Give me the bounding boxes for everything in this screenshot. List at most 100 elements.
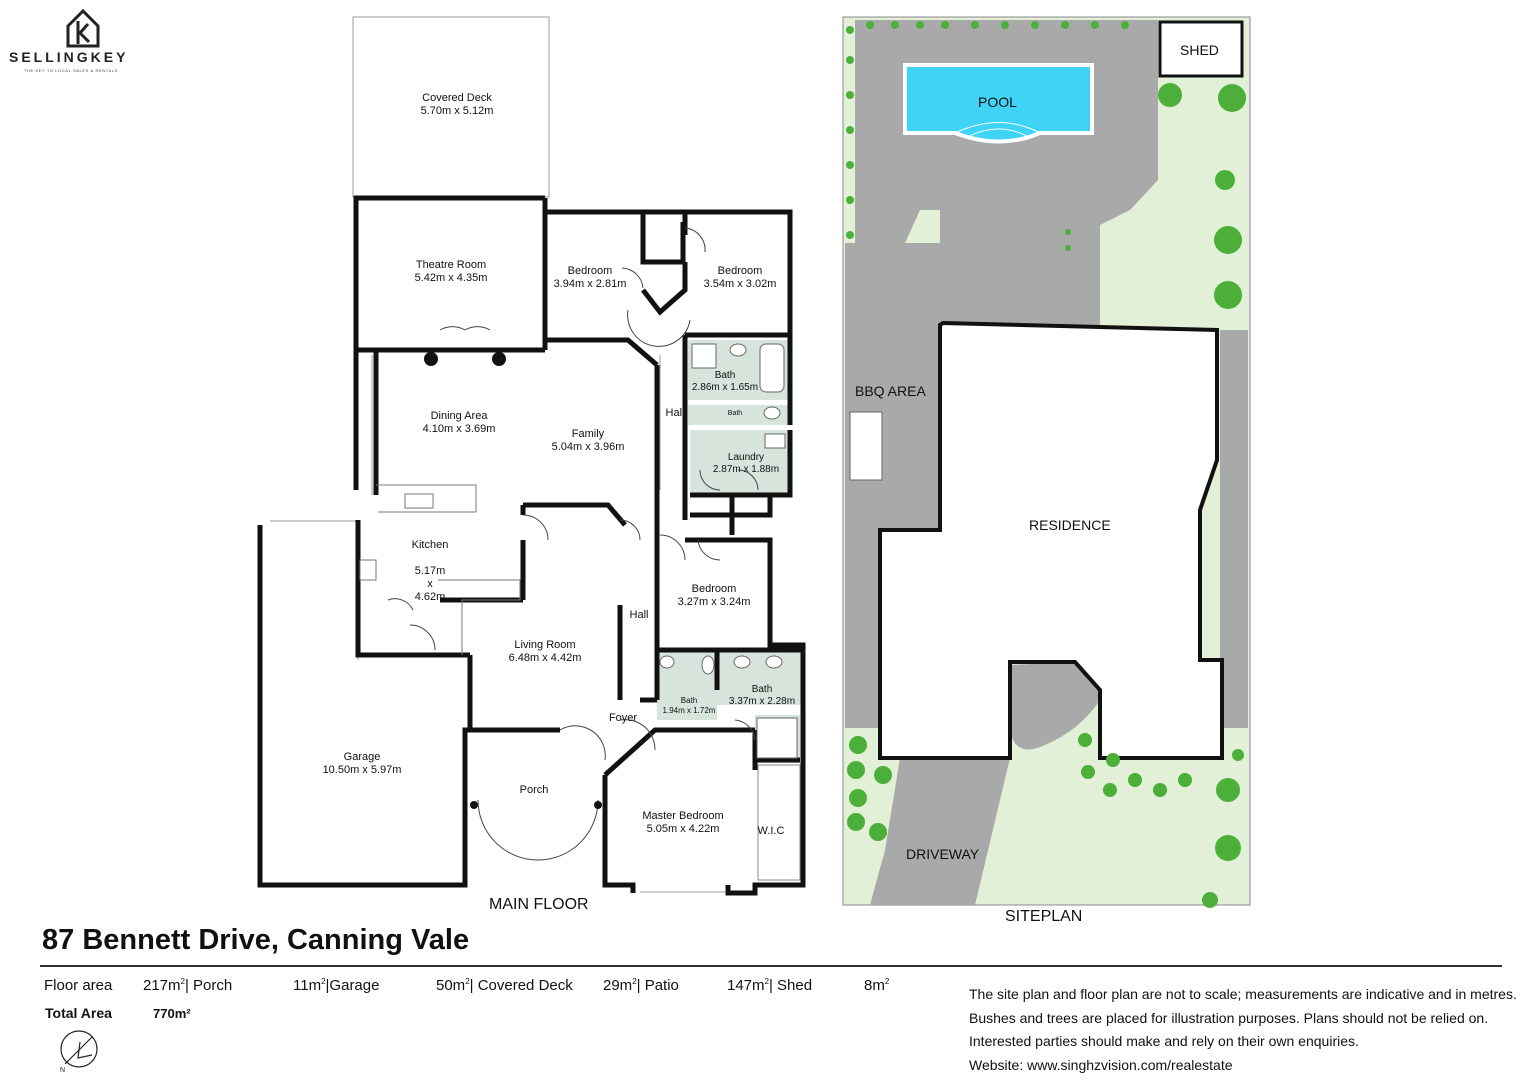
room-dims: 5.04m x 3.96m [551, 441, 625, 453]
bbq-area-label: BBQ AREA [855, 383, 926, 399]
room-bedroom-4: Bedroom 3.27m x 3.24m [664, 583, 764, 609]
bbq-bench [849, 411, 883, 481]
disclaimer-line: The site plan and floor plan are not to … [969, 986, 1517, 1002]
door-swings [387, 227, 759, 861]
room-name: Hall [665, 407, 685, 419]
area-unit-sup: 2 [764, 977, 769, 986]
room-name: Bedroom [717, 265, 763, 277]
room-name: Dining Area [430, 410, 488, 422]
room-name: Bath [751, 684, 773, 695]
site-plan-title: SITEPLAN [1005, 908, 1083, 925]
area-covered-deck: 29m2| Patio [603, 977, 679, 994]
disclaimer: The site plan and floor plan are not to … [969, 983, 1517, 1077]
room-name: Garage [343, 751, 381, 763]
room-covered-deck: Covered Deck 5.70m x 5.12m [390, 92, 524, 118]
room-name: Porch [519, 784, 549, 796]
room-dims: 4.10m x 3.69m [422, 423, 496, 435]
columns [424, 352, 602, 809]
floor-plan-title: MAIN FLOOR [489, 896, 589, 913]
room-name: Foyer [608, 712, 638, 724]
total-area-label: Total Area [45, 1005, 112, 1021]
divider [40, 965, 1502, 967]
house-key-icon [66, 8, 100, 48]
pool-label: POOL [978, 94, 1017, 110]
brand-name: SELLINGKEY [9, 49, 129, 65]
room-dims: 3.37m x 2.28m [728, 696, 796, 707]
room-name: Bath [714, 370, 736, 381]
room-theatre: Theatre Room 5.42m x 4.35m [384, 259, 518, 285]
area-unit-sup: 2 [180, 977, 185, 986]
room-kitchen: Kitchen 5.17m x 4.62m [395, 526, 465, 617]
room-dims: 2.86m x 1.65m [691, 382, 759, 393]
area-unit-sup: 2 [884, 977, 890, 986]
pool [903, 63, 1094, 144]
shed-label: SHED [1180, 42, 1219, 58]
room-name: Bath [727, 410, 743, 417]
area-unit-sup: 2 [632, 977, 637, 986]
room-name: Family [571, 428, 605, 440]
area-next-label: | Covered Deck [469, 977, 573, 994]
room-name: Living Room [514, 639, 576, 651]
area-next-label: |Garage [325, 977, 380, 994]
room-living: Living Room 6.48m x 4.42m [490, 639, 600, 665]
room-name: Bedroom [567, 265, 613, 277]
room-garage: Garage 10.50m x 5.97m [302, 751, 422, 777]
room-dining: Dining Area 4.10m x 3.69m [400, 410, 518, 436]
area-floor: 217m2| Porch [143, 977, 232, 994]
shed [1158, 20, 1244, 78]
disclaimer-line: Bushes and trees are placed for illustra… [969, 1009, 1489, 1026]
area-next-label: | Patio [636, 977, 679, 994]
area-shed: 8m2 [864, 977, 889, 994]
area-garage: 50m2| Covered Deck [436, 977, 573, 994]
floor-plan [257, 16, 806, 896]
room-hall-1: Hall [660, 407, 690, 420]
room-dims: 5.17m x 4.62m [414, 565, 446, 603]
north-arrow-icon: N [60, 1030, 98, 1074]
residence-label: RESIDENCE [1029, 517, 1111, 533]
room-porch: Porch [509, 784, 559, 797]
room-family: Family 5.04m x 3.96m [530, 428, 646, 454]
room-dims: 1.94m x 1.72m [662, 706, 716, 715]
room-powder: Bath [720, 407, 750, 420]
property-address: 87 Bennett Drive, Canning Vale [42, 924, 470, 956]
room-bath-2: Bath 1.94m x 1.72m [656, 696, 722, 716]
room-ensuite: Bath 3.37m x 2.28m [718, 684, 806, 708]
bath-fixtures [659, 343, 798, 759]
area-next-label: | Shed [768, 977, 813, 994]
room-dims: 5.05m x 4.22m [646, 823, 720, 835]
room-dims: 5.42m x 4.35m [414, 272, 488, 284]
area-unit-sup: 2 [321, 977, 326, 986]
north-label: N [60, 1067, 65, 1074]
kitchen-bench [359, 484, 521, 655]
walls [257, 195, 806, 896]
area-patio: 147m2| Shed [727, 977, 812, 994]
room-name: Kitchen [411, 539, 449, 551]
room-dims: 3.54m x 3.02m [703, 278, 777, 290]
brand-tagline: THE KEY TO LOCAL SALES & RENTALS [24, 68, 118, 73]
room-dims: 6.48m x 4.42m [508, 652, 582, 664]
room-name: Covered Deck [422, 92, 492, 104]
site-plan [842, 16, 1251, 908]
disclaimer-website: Website: www.singhzvision.com/realestate [969, 1056, 1233, 1073]
room-dims: 2.87m x 1.88m [712, 464, 780, 475]
room-bath-1: Bath 2.86m x 1.65m [685, 370, 765, 394]
room-laundry: Laundry 2.87m x 1.88m [700, 452, 792, 476]
room-name: Hall [629, 609, 649, 621]
floor-area-label: Floor area [44, 977, 113, 994]
room-wic: W.I.C [755, 825, 787, 838]
room-bedroom-3: Bedroom 3.54m x 3.02m [690, 265, 790, 291]
disclaimer-line: Interested parties should make and rely … [969, 1033, 1359, 1049]
room-foyer: Foyer [603, 712, 643, 725]
area-next-label: | Porch [184, 977, 233, 994]
area-value: 217m [143, 977, 181, 994]
area-value: 147m [727, 977, 765, 994]
room-name: Laundry [727, 452, 765, 463]
total-area-value: 770m² [153, 1006, 191, 1021]
driveway-label: DRIVEWAY [906, 846, 980, 862]
room-master-bedroom: Master Bedroom 5.05m x 4.22m [630, 810, 736, 836]
room-bedroom-2: Bedroom 3.94m x 2.81m [540, 265, 640, 291]
room-dims: 3.27m x 3.24m [677, 596, 751, 608]
room-dims: 10.50m x 5.97m [322, 764, 402, 776]
room-dims: 3.94m x 2.81m [553, 278, 627, 290]
room-name: Master Bedroom [642, 810, 724, 822]
